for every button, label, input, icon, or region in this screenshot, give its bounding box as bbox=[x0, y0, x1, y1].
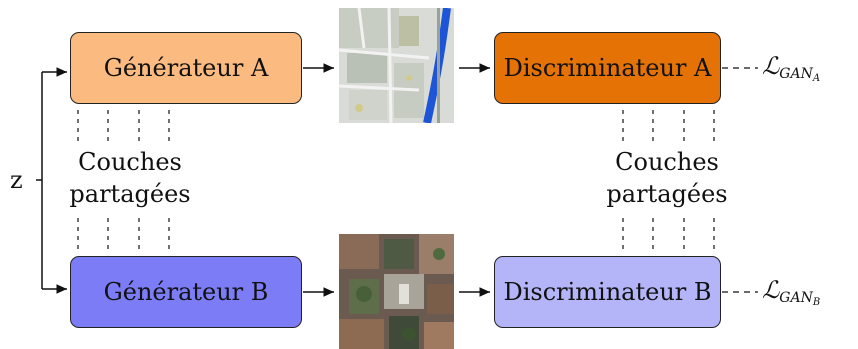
discriminator-a-box: Discriminateur A bbox=[494, 32, 721, 104]
generator-a-box: Générateur A bbox=[70, 32, 302, 104]
generator-b-label: Générateur B bbox=[103, 278, 269, 306]
z-label: z bbox=[10, 166, 23, 194]
loss-a-sub: GAN bbox=[779, 66, 813, 82]
aerial-photo-icon bbox=[339, 234, 454, 349]
loss-b-subsub: B bbox=[812, 297, 821, 308]
loss-a-subsub: A bbox=[812, 73, 821, 84]
aerial-photo-image bbox=[339, 234, 454, 349]
loss-b-sub: GAN bbox=[779, 290, 813, 306]
shared-layers-left-label: Couches partagées bbox=[50, 146, 210, 210]
discriminator-a-label: Discriminateur A bbox=[503, 54, 712, 82]
generator-a-label: Générateur A bbox=[103, 54, 269, 82]
shared-right-line2: partagées bbox=[606, 180, 728, 208]
loss-a-label: ℒGANA bbox=[762, 52, 820, 84]
shared-left-line2: partagées bbox=[69, 180, 191, 208]
shared-left-line1: Couches bbox=[78, 148, 182, 176]
loss-a-base: ℒ bbox=[762, 52, 780, 80]
discriminator-b-label: Discriminateur B bbox=[503, 278, 712, 306]
shared-right-line1: Couches bbox=[615, 148, 719, 176]
loss-b-base: ℒ bbox=[762, 276, 780, 304]
map-tile-image bbox=[339, 8, 454, 123]
shared-layers-right-label: Couches partagées bbox=[587, 146, 747, 210]
loss-b-label: ℒGANB bbox=[762, 276, 820, 308]
discriminator-b-box: Discriminateur B bbox=[494, 256, 721, 328]
generator-b-box: Générateur B bbox=[70, 256, 302, 328]
map-tile-icon bbox=[339, 8, 454, 123]
